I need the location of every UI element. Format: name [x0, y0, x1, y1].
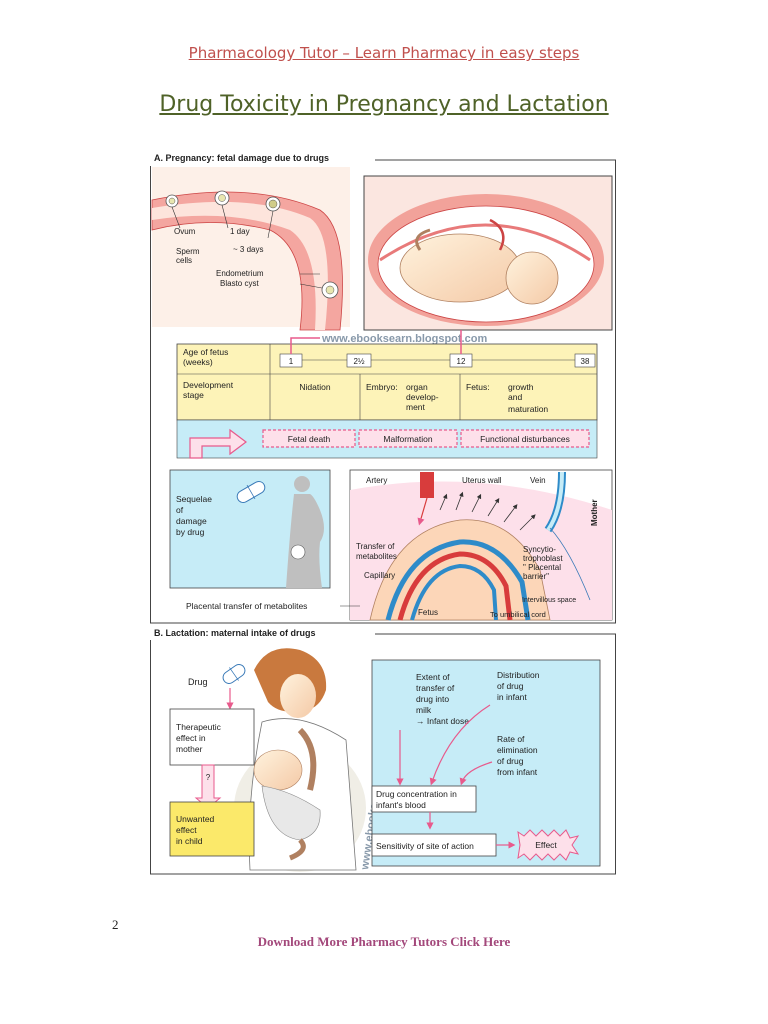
stage-embryo-ment: ment — [406, 402, 426, 412]
label-barrier: barrier" — [523, 572, 549, 581]
stage-embryo-develop: develop- — [406, 392, 439, 402]
effect-malformation: Malformation — [383, 434, 432, 444]
label-uterus-wall: Uterus wall — [462, 476, 502, 485]
stage-embryo: Embryo: — [366, 382, 398, 392]
label-artery: Artery — [366, 476, 387, 485]
label-placental: " Placental — [523, 563, 561, 572]
pregnant-woman-silhouette — [286, 476, 324, 588]
header-link[interactable]: Pharmacology Tutor – Learn Pharmacy in e… — [188, 44, 580, 62]
mother-nursing-image — [234, 648, 366, 872]
label-drug: Drug — [188, 677, 208, 687]
label-sperm: Sperm — [176, 247, 200, 256]
unwanted-line-2: effect — [176, 825, 197, 835]
rate-line-4: from infant — [497, 767, 538, 777]
stage-fetus: Fetus: — [466, 382, 490, 392]
extent-line-3: drug into — [416, 694, 449, 704]
question-mark: ? — [206, 773, 211, 782]
label-intervillous-space: Intervillous space — [522, 597, 576, 604]
sensitivity-box: Sensitivity of site of action — [376, 841, 474, 851]
concentration-line-2: infant's blood — [376, 800, 426, 810]
rate-line-3: of drug — [497, 756, 524, 766]
figure-illustration: A. Pregnancy: fetal damage due to drugs … — [150, 150, 616, 875]
uterus-diagram: Ovum Sperm cells 1 day ~ 3 days Endometr… — [151, 167, 350, 331]
label-cells: cells — [176, 256, 192, 265]
weeks-label: (weeks) — [183, 357, 213, 367]
development-label: Development — [183, 380, 234, 390]
distribution-line-3: in infant — [497, 692, 527, 702]
page-title: Drug Toxicity in Pregnancy and Lactation — [159, 92, 609, 117]
unwanted-line-3: in child — [176, 836, 203, 846]
effect-functional-disturbances: Functional disturbances — [480, 434, 570, 444]
placenta-diagram: Artery Uterus wall Vein Mother Transfer … — [349, 469, 613, 621]
extent-line-2: transfer of — [416, 683, 455, 693]
section-b-heading: B. Lactation: maternal intake of drugs — [154, 628, 316, 638]
placental-transfer-caption: Placental transfer of metabolites — [186, 601, 307, 611]
label-1-day: 1 day — [230, 227, 250, 236]
fetal-timeline: Age of fetus (weeks) 1 2½ 12 38 Developm… — [176, 330, 598, 421]
stage-fetus-and: and — [508, 392, 522, 402]
label-ovum: Ovum — [174, 227, 196, 236]
sequelae-box: Sequelae of damage by drug — [169, 469, 331, 589]
stage-label: stage — [183, 390, 204, 400]
therapeutic-line-2: effect in — [176, 733, 206, 743]
footer-link[interactable]: Download More Pharmacy Tutors Click Here — [257, 934, 511, 949]
sequelae-line-1: Sequelae — [176, 494, 212, 504]
label-blastocyst: Blasto cyst — [220, 279, 259, 288]
sequelae-line-2: of — [176, 505, 184, 515]
label-metabolites: metabolites — [356, 552, 397, 561]
label-syncytio: Syncytio- — [523, 545, 556, 554]
label-transfer: Transfer of — [356, 542, 395, 551]
rate-line-2: elimination — [497, 745, 538, 755]
effects-band: Fetal death Malformation Functional dist… — [176, 419, 598, 459]
infant-panel: Extent of transfer of drug into milk → I… — [371, 659, 601, 867]
label-vein: Vein — [530, 476, 546, 485]
drug-pill-icon — [222, 664, 246, 684]
stage-embryo-organ: organ — [406, 382, 428, 392]
effect-burst: Effect — [535, 840, 557, 850]
distribution-line-2: of drug — [497, 681, 524, 691]
extent-line-4: milk — [416, 705, 432, 715]
tick-week-12: 12 — [457, 357, 466, 366]
tick-week-38: 38 — [581, 357, 590, 366]
concentration-line-1: Drug concentration in — [376, 789, 457, 799]
watermark: www.ebooksearn.blogspot.com — [321, 333, 487, 345]
label-capillary: Capillary — [364, 571, 395, 580]
distribution-line-1: Distribution — [497, 670, 540, 680]
therapeutic-line-3: mother — [176, 744, 203, 754]
tick-week-2-5: 2½ — [353, 357, 364, 366]
unwanted-line-1: Unwanted — [176, 814, 215, 824]
maternal-flow: Drug Therapeutic effect in mother ? Unwa… — [169, 664, 255, 857]
label-endometrium: Endometrium — [216, 269, 264, 278]
label-fetus: Fetus — [418, 608, 438, 617]
stage-fetus-growth: growth — [508, 382, 534, 392]
rate-line-1: Rate of — [497, 734, 525, 744]
figure: A. Pregnancy: fetal damage due to drugs … — [150, 150, 616, 876]
label-3-days: ~ 3 days — [233, 245, 263, 254]
tick-week-1: 1 — [289, 357, 294, 366]
extent-line-1: Extent of — [416, 672, 450, 682]
stage-fetus-maturation: maturation — [508, 404, 548, 414]
extent-line-5: → Infant dose — [416, 716, 469, 726]
label-trophoblast: trophoblast — [523, 554, 563, 563]
section-a-heading: A. Pregnancy: fetal damage due to drugs — [154, 153, 329, 163]
page-number: 2 — [112, 917, 119, 932]
effect-fetal-death: Fetal death — [288, 434, 331, 444]
sequelae-line-3: damage — [176, 516, 207, 526]
age-label: Age of fetus — [183, 347, 228, 357]
therapeutic-line-1: Therapeutic — [176, 722, 222, 732]
sequelae-line-4: by drug — [176, 527, 205, 537]
pill-icon — [236, 481, 266, 503]
label-mother: Mother — [590, 499, 599, 526]
stage-nidation: Nidation — [299, 382, 330, 392]
fetus-in-womb-image — [363, 175, 613, 331]
label-umbilical-cord: To umbilical cord — [490, 610, 546, 619]
